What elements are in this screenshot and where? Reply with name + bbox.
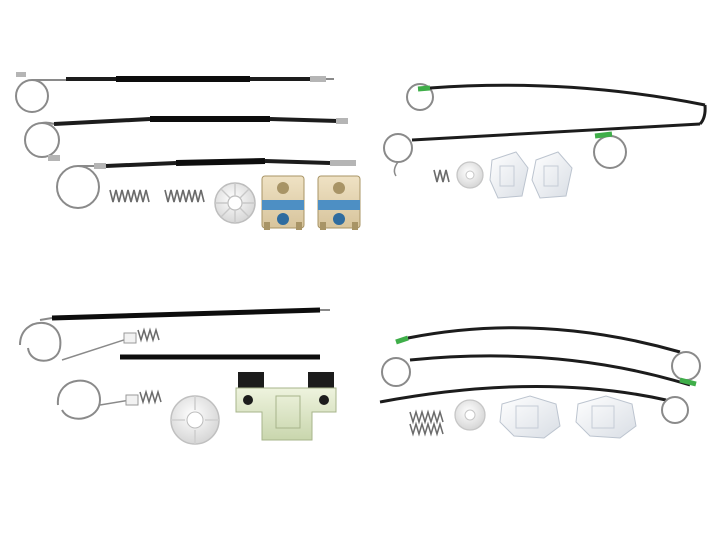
kit-top-left: [15, 72, 361, 230]
cable-1: [15, 72, 334, 113]
spring-1: [109, 189, 152, 203]
slider-2: [317, 175, 361, 230]
pulley: [214, 182, 256, 224]
pulley: [454, 399, 486, 431]
cable-1: [395, 326, 701, 381]
cable-3: [379, 385, 689, 424]
pulley: [170, 395, 220, 445]
cable-2: [383, 122, 701, 177]
cable-2: [24, 116, 348, 161]
slider-2: [575, 395, 637, 439]
cable-2: [56, 354, 320, 420]
spring-2: [164, 189, 207, 203]
cable-3: [56, 158, 356, 209]
kit-bottom-left: [19, 307, 337, 445]
kit-top-right: [383, 83, 707, 199]
slider-2: [531, 151, 573, 199]
slider-1: [489, 151, 529, 199]
pulley: [456, 161, 484, 189]
cable-2: [381, 354, 697, 387]
spring-1: [433, 169, 450, 183]
slider-1: [499, 395, 561, 439]
springs: [409, 409, 444, 437]
slider-1: [235, 372, 337, 441]
cable-1: [406, 83, 707, 126]
kit-bottom-right: [379, 326, 701, 439]
cable-1: [19, 307, 330, 362]
slider-1: [261, 175, 305, 230]
